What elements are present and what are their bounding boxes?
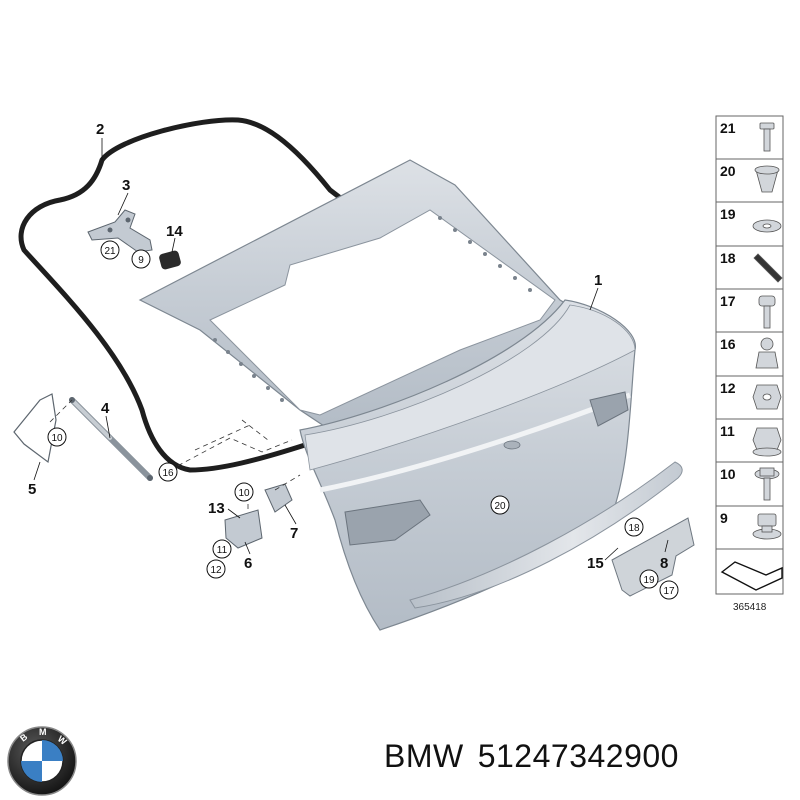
circled-callout: 20 xyxy=(490,495,510,515)
callout-label: 8 xyxy=(660,555,668,572)
legend-label: 11 xyxy=(720,423,735,439)
leader-lines xyxy=(33,138,669,561)
callout-label: 7 xyxy=(290,525,298,542)
flange-nut-icon xyxy=(752,427,782,457)
part-caption: BMW 51247342900 xyxy=(384,738,679,775)
callout-label: 15 xyxy=(587,555,604,572)
diagram-id: 365418 xyxy=(733,602,767,613)
svg-text:20: 20 xyxy=(494,501,506,512)
nut-icon xyxy=(752,384,782,410)
callout-label: 2 xyxy=(96,121,104,138)
fastener-legend: 21 20 19 18 17 16 12 11 10 9 xyxy=(715,115,784,613)
legend-labels: 21 20 19 18 17 16 12 11 10 9 xyxy=(720,120,736,526)
legend-label: 17 xyxy=(720,293,736,309)
callout-label: 13 xyxy=(208,500,225,517)
callout-label: 4 xyxy=(101,400,110,417)
callout-label: 1 xyxy=(594,272,602,289)
callout-label: 5 xyxy=(28,481,36,498)
svg-text:12: 12 xyxy=(210,565,222,576)
svg-text:B: B xyxy=(18,731,30,743)
circled-callouts: 21 9 10 16 10 11 12 20 18 19 17 xyxy=(47,240,679,600)
latch xyxy=(224,509,263,549)
legend-label: 20 xyxy=(720,163,736,179)
svg-text:17: 17 xyxy=(663,586,675,597)
assembly-symbol-icon xyxy=(720,561,783,591)
circled-callout: 10 xyxy=(234,482,254,502)
callout-labels: 2 3 14 1 4 5 13 7 6 15 8 xyxy=(28,121,668,572)
callout-label: 3 xyxy=(122,177,130,194)
callout-label: 14 xyxy=(166,223,183,240)
svg-text:18: 18 xyxy=(628,523,640,534)
svg-text:21: 21 xyxy=(104,246,116,257)
svg-text:16: 16 xyxy=(162,468,174,479)
svg-text:11: 11 xyxy=(217,545,228,556)
circled-callout: 9 xyxy=(131,249,151,269)
trim-strip xyxy=(409,461,683,609)
part-number: 51247342900 xyxy=(477,738,679,774)
strip-icon xyxy=(753,253,783,283)
legend-label: 21 xyxy=(720,120,736,136)
circled-callout: 19 xyxy=(639,569,659,589)
striker xyxy=(264,483,293,513)
legend-label: 10 xyxy=(720,466,736,482)
callout-label: 6 xyxy=(244,555,252,572)
svg-text:10: 10 xyxy=(51,433,63,444)
circled-callout: 16 xyxy=(158,462,178,482)
screw-icon xyxy=(759,122,775,152)
flange-bolt-icon xyxy=(754,467,780,501)
clip-icon xyxy=(754,165,780,193)
svg-text:10: 10 xyxy=(238,488,250,499)
strut-bracket xyxy=(13,393,57,464)
legend-label: 9 xyxy=(720,510,728,526)
circled-callout: 12 xyxy=(206,559,226,579)
legend-label: 12 xyxy=(720,380,736,396)
bmw-logo: B M W xyxy=(7,726,77,796)
hinge xyxy=(87,209,153,253)
legend-label: 18 xyxy=(720,250,736,266)
washer-icon xyxy=(752,219,782,233)
circled-callout: 21 xyxy=(100,240,120,260)
bolt-icon xyxy=(758,295,776,329)
tailgate-panel xyxy=(138,159,636,631)
svg-text:19: 19 xyxy=(643,575,655,586)
svg-text:9: 9 xyxy=(138,255,144,266)
svg-text:M: M xyxy=(39,727,47,737)
legend-label: 16 xyxy=(720,336,736,352)
circled-callout: 17 xyxy=(659,580,679,600)
brand-name: BMW xyxy=(384,738,464,774)
legend-label: 19 xyxy=(720,206,736,222)
bracket xyxy=(611,517,695,597)
buffer xyxy=(159,250,181,270)
circled-callout: 18 xyxy=(624,517,644,537)
nut-rivet-icon xyxy=(752,513,782,540)
ball-stud-icon xyxy=(755,337,779,369)
circled-callout: 11 xyxy=(212,539,232,559)
circled-callout: 10 xyxy=(47,427,67,447)
